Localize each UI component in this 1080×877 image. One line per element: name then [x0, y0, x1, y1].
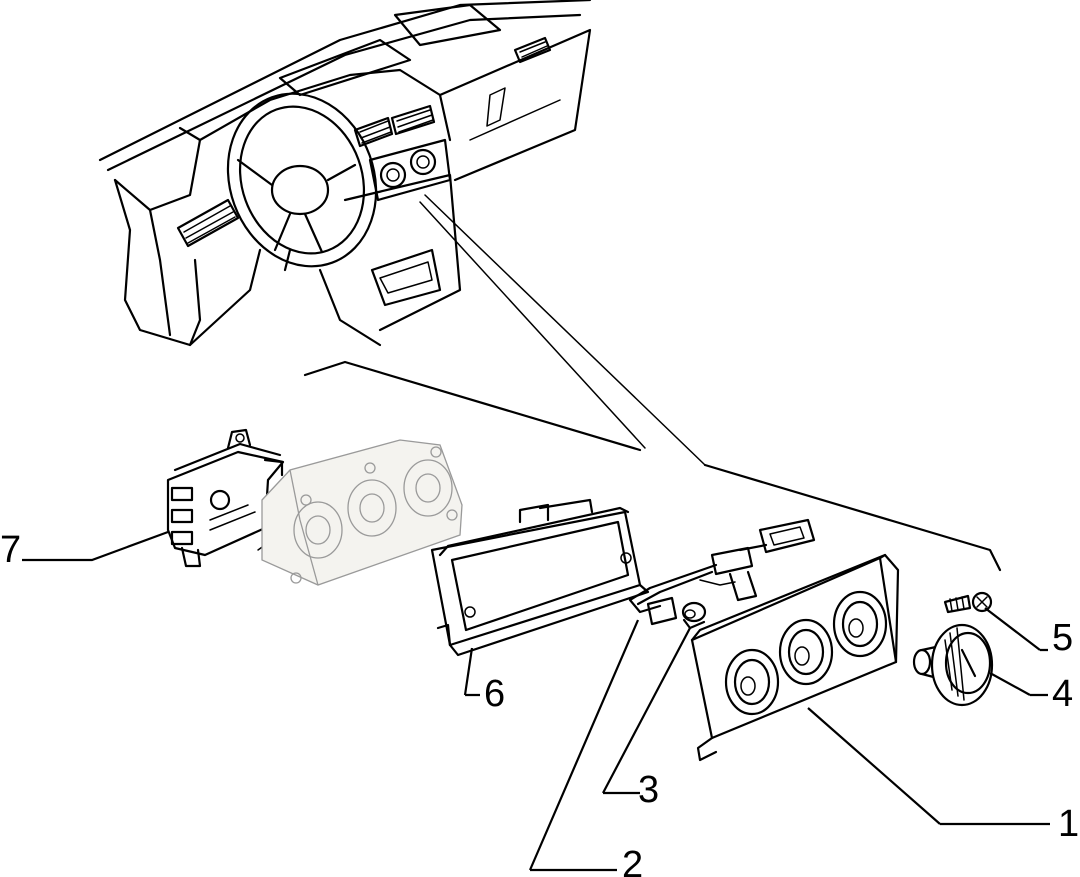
heater-control-unit-background [261, 439, 463, 586]
callout-2: 2 [622, 844, 643, 877]
part-2-wiring-harness [628, 518, 816, 626]
part-4-knob [912, 623, 994, 707]
callout-3: 3 [638, 769, 659, 811]
part-1-control-panel [690, 553, 900, 762]
part-6-panel-frame [430, 498, 650, 657]
part-7-mounting-bracket [166, 428, 285, 568]
dashboard-overview [98, 0, 592, 347]
separator-line-right [703, 463, 1002, 572]
callout-4: 4 [1052, 673, 1073, 715]
callout-6: 6 [484, 673, 505, 715]
part-3-bulb [681, 601, 707, 630]
callout-1: 1 [1058, 803, 1079, 845]
part-5-screw [943, 591, 993, 614]
separator-line-left [303, 360, 642, 452]
detail-pointer-line [424, 194, 706, 466]
leader-lines [22, 530, 1050, 872]
callout-5: 5 [1052, 617, 1073, 659]
callout-labels: 1 2 3 4 5 6 7 [0, 529, 1079, 877]
callout-7: 7 [0, 529, 21, 571]
